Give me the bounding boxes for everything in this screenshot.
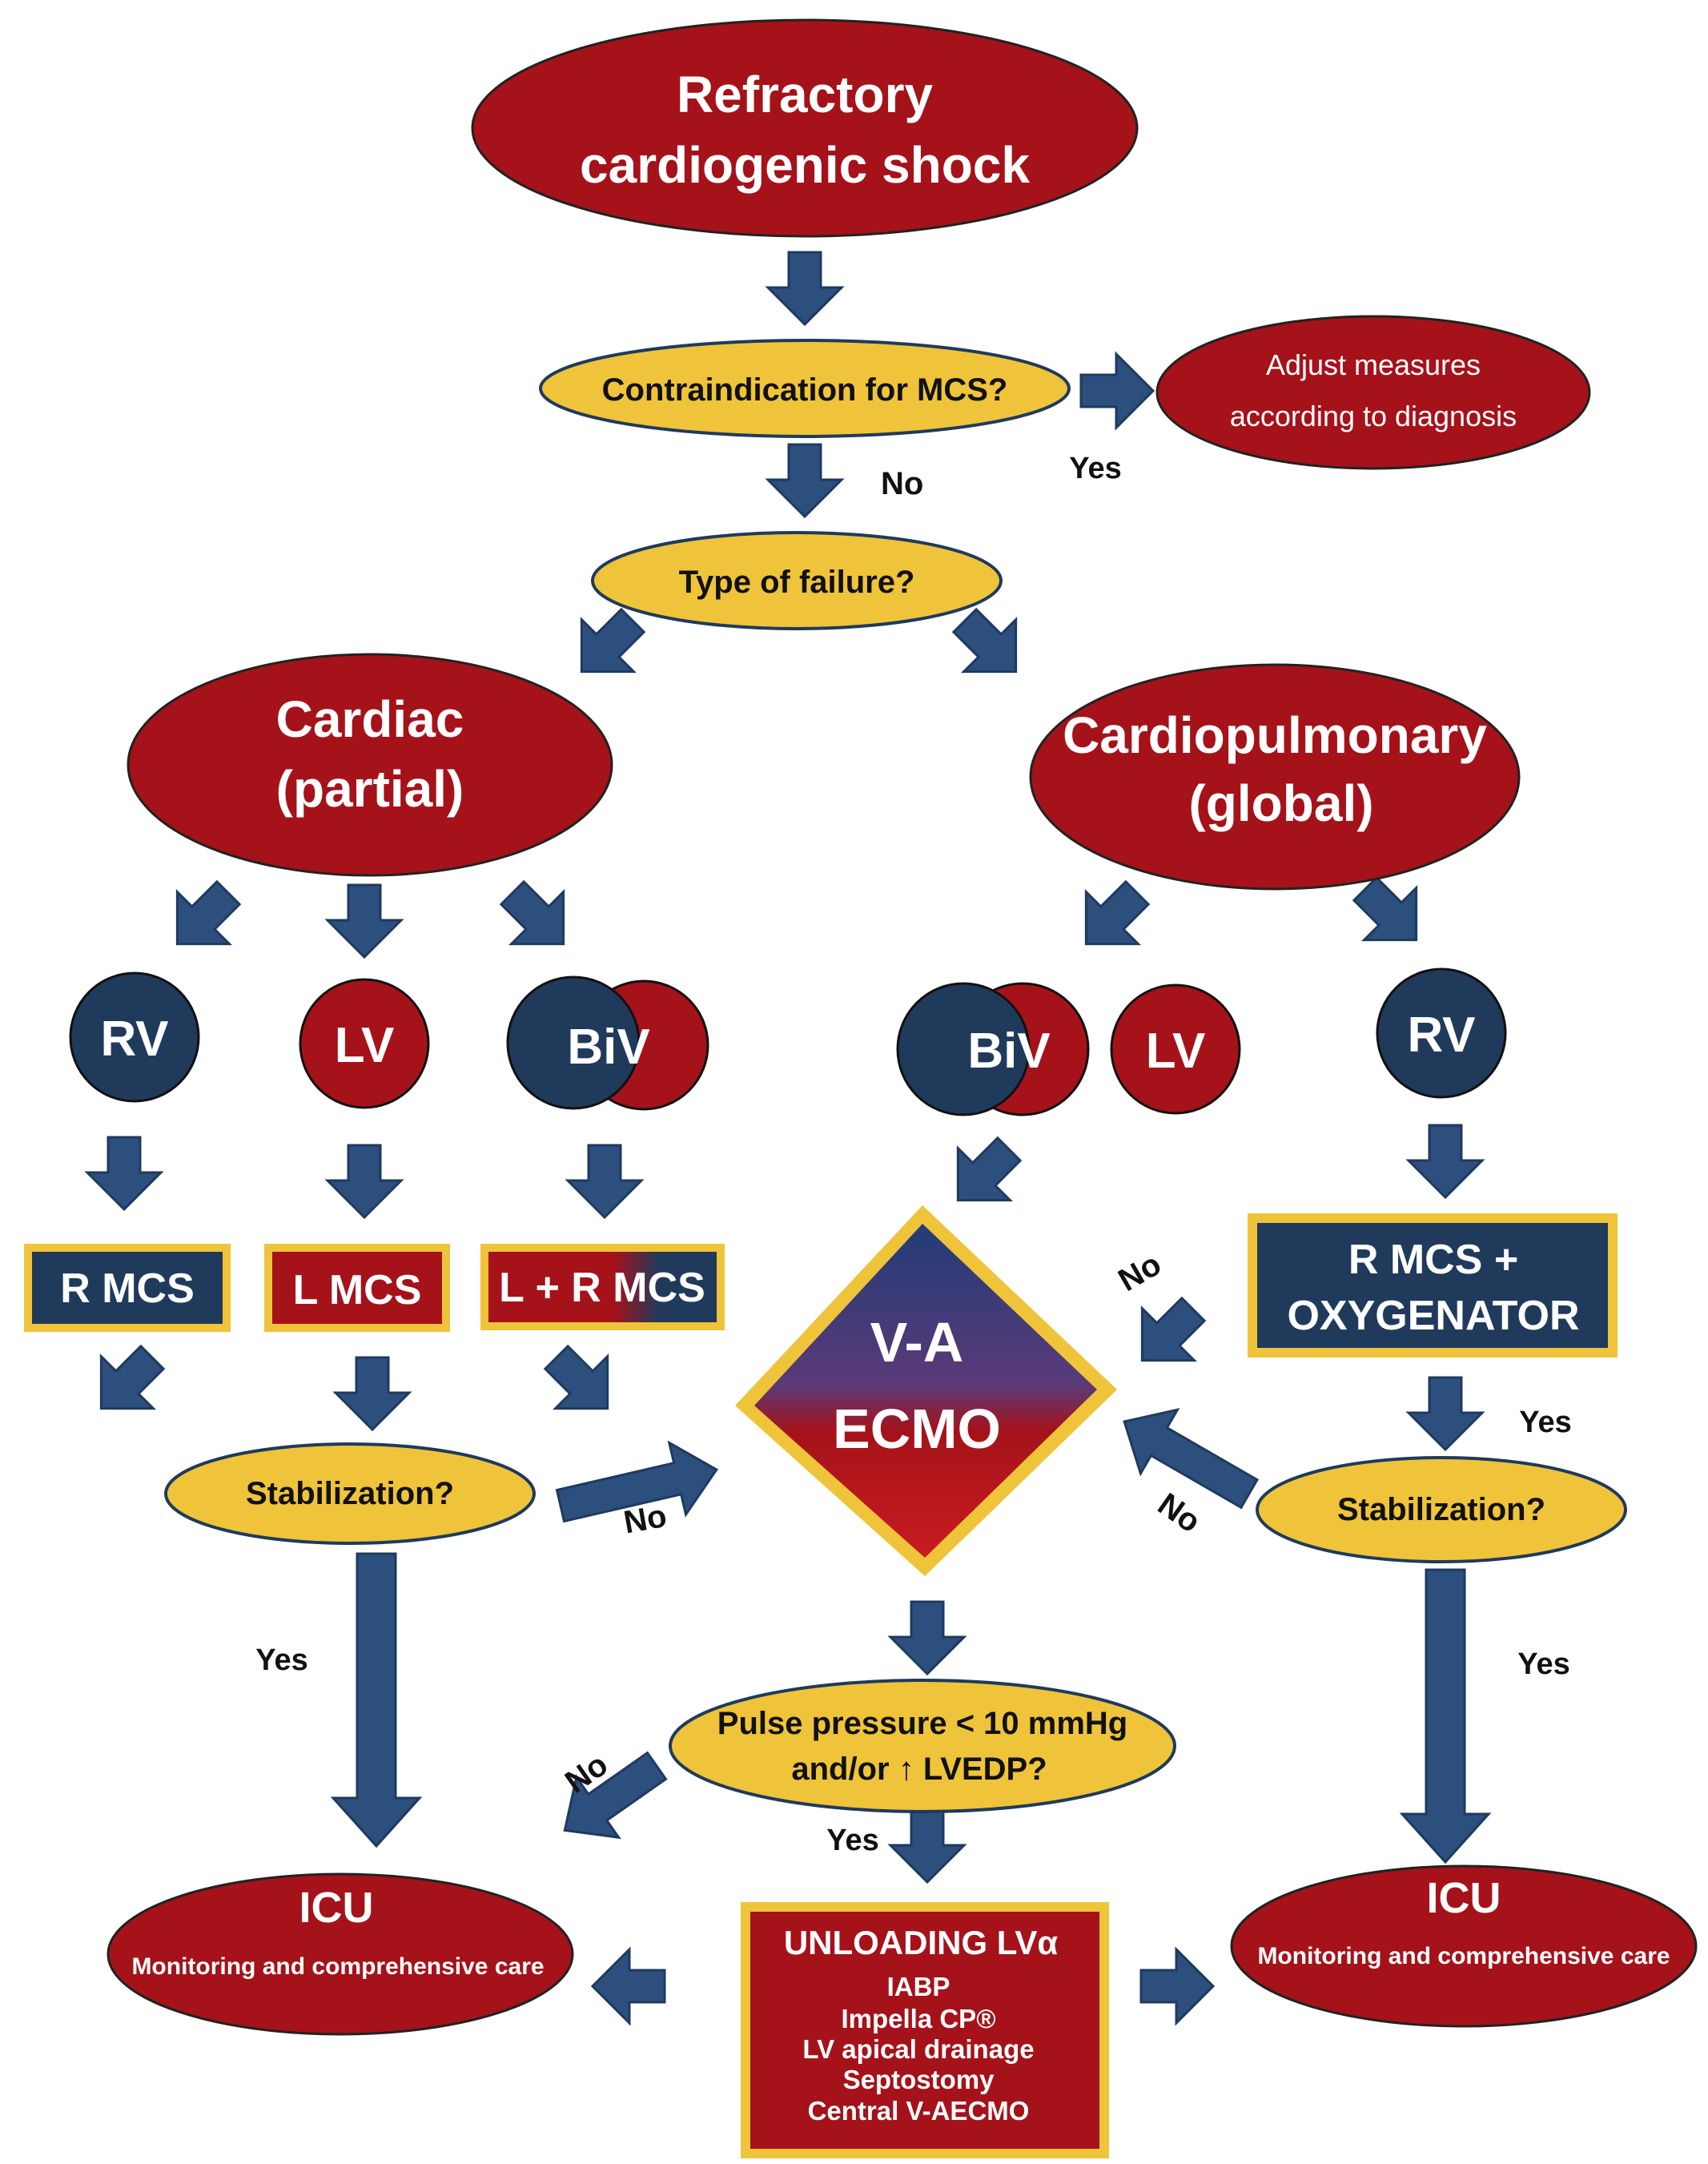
- unloading-item-impella: Impella CP®: [841, 2004, 995, 2033]
- node-unloading-lv: UNLOADING LVα IABP Impella CP® LV apical…: [741, 1902, 1109, 2158]
- arrow-biv-to-lrmcs: [566, 1144, 643, 1219]
- icu-left-subtitle: Monitoring and comprehensive care: [131, 1953, 544, 1980]
- label-no-oxy: No: [1112, 1246, 1167, 1298]
- arrow-unloading-to-icu: [591, 1948, 666, 2025]
- contraindication-label: Contraindication for MCS?: [602, 372, 1008, 408]
- node-r-mcs: R MCS: [24, 1244, 231, 1332]
- l-mcs-label: L MCS: [293, 1267, 422, 1313]
- va-ecmo-line1: V-A: [870, 1311, 964, 1374]
- node-icu-left: ICU Monitoring and comprehensive care: [106, 1872, 574, 2036]
- arrow-stab2-to-icu: [1399, 1568, 1492, 1864]
- arrow-contra-to-type: [766, 443, 843, 518]
- adjust-line1: Adjust measures: [1266, 348, 1481, 381]
- icu-left-title: ICU: [299, 1884, 374, 1932]
- label-no-stab-right: No: [1151, 1486, 1207, 1540]
- adjust-line2: according to diagnosis: [1230, 400, 1517, 432]
- arrow-lmcs-to-stab: [334, 1356, 411, 1431]
- node-r-mcs-oxygenator: R MCS + OXYGENATOR: [1248, 1213, 1618, 1358]
- node-va-ecmo: V-A ECMO: [735, 1205, 1117, 1576]
- unloading-item-apical: LV apical drainage: [802, 2034, 1034, 2064]
- refractory-line2: cardiogenic shock: [580, 136, 1030, 194]
- arrow-pulse-to-unloading: [889, 1808, 966, 1884]
- arrow-stab-to-icu: [330, 1552, 423, 1848]
- node-type-failure: Type of failure?: [591, 531, 1003, 630]
- node-biv-left: BiV: [506, 975, 709, 1111]
- label-yes-pulse: Yes: [826, 1824, 879, 1857]
- type-failure-label: Type of failure?: [679, 565, 915, 600]
- label-no-stab-left: No: [621, 1498, 669, 1541]
- lv-left-label: LV: [335, 1018, 395, 1073]
- node-adjust-measures: Adjust measures according to diagnosis: [1155, 315, 1591, 470]
- label-yes-oxy: Yes: [1519, 1406, 1572, 1439]
- cardiopulmonary-line2: (global): [1188, 774, 1373, 832]
- unloading-item-septostomy: Septostomy: [843, 2065, 995, 2094]
- arrow-unloading-to-icu2: [1139, 1948, 1215, 2025]
- arrow-lv-to-lmcs: [326, 1144, 403, 1219]
- node-rv-right: RV: [1376, 967, 1507, 1099]
- arrow-shock-to-contra: [766, 251, 843, 326]
- refractory-line1: Refractory: [677, 66, 934, 123]
- node-cardiac: Cardiac (partial): [127, 653, 613, 877]
- arrow-rmcs-to-stab: [74, 1329, 180, 1436]
- node-lv-right: LV: [1110, 983, 1241, 1115]
- arrow-rmcsoxy-to-ecmo: [1115, 1281, 1221, 1388]
- lv-right-label: LV: [1146, 1024, 1206, 1079]
- r-mcs-oxy-line1: R MCS +: [1348, 1237, 1518, 1283]
- stabilization-right-label: Stabilization?: [1337, 1492, 1545, 1527]
- arrow-cardiac-to-lv: [326, 883, 403, 959]
- label-yes-stab-right: Yes: [1517, 1647, 1570, 1681]
- arrow-stab-to-ecmo: [555, 1440, 719, 1523]
- icu-right-subtitle: Monitoring and comprehensive care: [1257, 1943, 1670, 1969]
- arrow-stab2-to-ecmo: [1123, 1407, 1260, 1510]
- node-cardiopulmonary: Cardiopulmonary (global): [1029, 663, 1521, 891]
- arrow-rv-to-rmcs: [86, 1136, 163, 1211]
- r-mcs-label: R MCS: [60, 1265, 195, 1312]
- icu-right-title: ICU: [1427, 1874, 1501, 1922]
- rv-left-label: RV: [100, 1012, 168, 1067]
- biv-left-label: BiV: [567, 1020, 649, 1075]
- arrow-lrmcs-to-stab: [528, 1329, 635, 1436]
- arrow-rmcsoxy-to-stab: [1407, 1376, 1484, 1451]
- arrow-pulse-to-icu: [563, 1751, 668, 1840]
- unloading-item-iabp: IABP: [887, 1972, 950, 2001]
- node-stabilization-right: Stabilization?: [1256, 1456, 1627, 1563]
- arrow-ecmo-to-pulse: [889, 1600, 966, 1675]
- cardiac-line1: Cardiac: [276, 690, 464, 748]
- biv-right-label: BiV: [967, 1024, 1050, 1079]
- node-pulse-pressure: Pulse pressure < 10 mmHg and/or ↑ LVEDP?: [669, 1679, 1176, 1813]
- pulse-line2: and/or ↑ LVEDP?: [791, 1752, 1047, 1787]
- arrow-cardiac-to-rv: [150, 865, 256, 971]
- label-yes-contra: Yes: [1069, 452, 1122, 485]
- arrow-contra-to-adjust: [1079, 352, 1155, 429]
- stabilization-left-label: Stabilization?: [246, 1476, 454, 1511]
- r-mcs-oxy-line2: OXYGENATOR: [1287, 1293, 1579, 1339]
- node-stabilization-left: Stabilization?: [164, 1442, 536, 1545]
- lr-mcs-label: L + R MCS: [499, 1265, 705, 1311]
- node-lv-left: LV: [299, 978, 430, 1109]
- pulse-line1: Pulse pressure < 10 mmHg: [717, 1706, 1127, 1741]
- rv-right-label: RV: [1407, 1008, 1475, 1063]
- node-contraindication: Contraindication for MCS?: [539, 339, 1071, 438]
- arrow-cardiac-to-biv: [484, 865, 591, 971]
- node-biv-right: BiV: [896, 982, 1090, 1116]
- arrow-biv2-to-ecmo: [930, 1121, 1037, 1228]
- unloading-item-central: Central V-AECMO: [808, 2096, 1030, 2126]
- node-icu-right: ICU Monitoring and comprehensive care: [1230, 1864, 1698, 2028]
- node-rv-left: RV: [69, 971, 200, 1103]
- unloading-title: UNLOADING LVα: [784, 1924, 1059, 1961]
- cardiopulmonary-line1: Cardiopulmonary: [1063, 706, 1487, 764]
- va-ecmo-line2: ECMO: [833, 1398, 1001, 1460]
- label-yes-stab-left: Yes: [255, 1643, 308, 1677]
- node-l-mcs: L MCS: [264, 1244, 450, 1332]
- label-no-contra: No: [881, 466, 923, 501]
- arrow-rv2-to-rmcsoxy: [1407, 1124, 1484, 1199]
- arrow-cardiopulm-to-biv: [1059, 865, 1165, 971]
- node-refractory-shock: Refractory cardiogenic shock: [471, 18, 1139, 238]
- cardiac-line2: (partial): [276, 760, 464, 818]
- node-lr-mcs: L + R MCS: [480, 1244, 725, 1330]
